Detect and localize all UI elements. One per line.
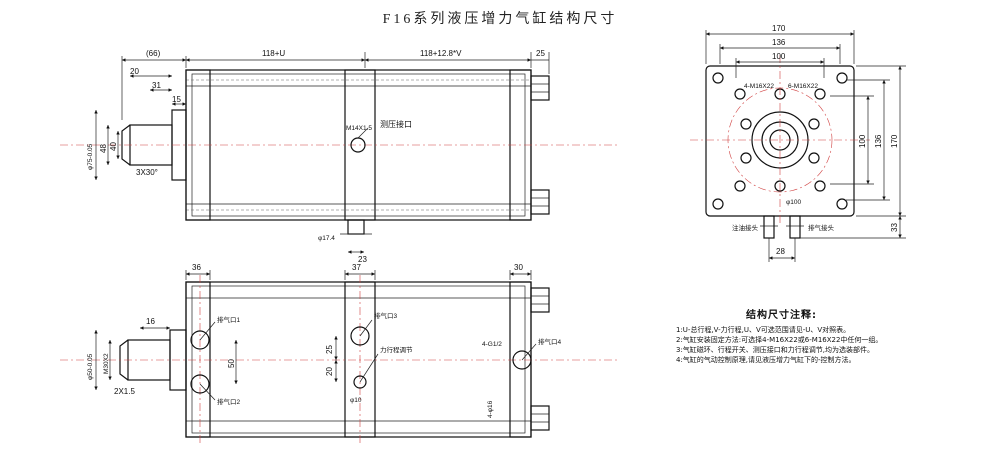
- end-dim-170-top: 170: [772, 24, 786, 33]
- end-thread-6: 6-M16X22: [788, 83, 818, 90]
- top-dim-u: 118+U: [262, 49, 285, 58]
- top-dim-48: 48: [99, 144, 108, 153]
- front-dim-36: 36: [192, 263, 201, 272]
- front-dim-37: 37: [352, 263, 361, 272]
- end-dim-100-top: 100: [772, 52, 786, 61]
- front-dim-20: 20: [325, 367, 334, 376]
- notes-heading: 结构尺寸注释:: [746, 310, 817, 321]
- top-thread-label: M14X1.5: [346, 125, 372, 132]
- end-air-fitting: [789, 215, 801, 239]
- adjust-screw: [353, 375, 367, 389]
- exhaust-port-4: [512, 350, 532, 370]
- end-oil-port: 注油接头: [732, 223, 759, 232]
- front-thread-label: 4-G1/2: [482, 341, 502, 348]
- front-port-4: 排气口4: [538, 337, 562, 346]
- top-port-label: 测压接口: [380, 119, 412, 129]
- top-oil-offset: 23: [358, 255, 367, 264]
- top-dim-phi75: φ75-0.05: [87, 143, 94, 170]
- front-adjust-label: 力行程调节: [380, 345, 413, 354]
- exhaust-port-2: [190, 374, 210, 394]
- front-cylinder-body: [185, 281, 532, 438]
- end-dim-28: 28: [776, 247, 785, 256]
- note-1: 1:U-总行程,V-力行程,U、V可选范围请见-U、V对照表。: [676, 326, 851, 334]
- front-hole-dia: φ10: [350, 397, 362, 404]
- front-dim-50: 50: [227, 359, 236, 368]
- front-dim-m30: M30X2: [103, 353, 110, 374]
- front-dim-16: 16: [146, 317, 155, 326]
- top-dim-66: (66): [146, 49, 161, 58]
- front-view: 排气口1 排气口2 排气口3 排气口4 力行程调节 4-G1/2 φ10 4-φ…: [60, 263, 620, 445]
- top-chamfer: 3X30°: [136, 168, 158, 177]
- front-dim-2x15: 2X1.5: [114, 387, 135, 396]
- front-port-2: 排气口2: [217, 397, 241, 406]
- top-nut-lower: [530, 189, 550, 215]
- end-dim-100-right: 100: [858, 134, 867, 148]
- note-2: 2:气缸安装固定方法:可选择4-M16X22或6-M16X22中任何一组。: [676, 336, 883, 344]
- note-4: 4:气缸的气动控制原理,请见液压增力气缸下的-控制方法。: [676, 356, 856, 364]
- front-nut-upper: [530, 287, 550, 313]
- front-dim-30: 30: [514, 263, 523, 272]
- structure-notes: 结构尺寸注释: 1:U-总行程,V-力行程,U、V可选范围请见-U、V对照表。 …: [676, 306, 996, 365]
- end-bore-label: φ100: [786, 199, 801, 206]
- front-port-3: 排气口3: [374, 311, 398, 320]
- front-dim-25: 25: [325, 345, 334, 354]
- top-dim-25: 25: [536, 49, 545, 58]
- note-3: 3:气缸磁环、行程开关、测压接口和力行程调节,均为选装部件。: [676, 346, 875, 354]
- drawing-title: F16系列液压增力气缸结构尺寸: [382, 12, 618, 27]
- top-dim-20: 20: [130, 67, 139, 76]
- top-view: (66) 118+U 118+12.8*V 25 20 31 15 φ75-0.…: [60, 49, 620, 264]
- top-dim-40: 40: [109, 142, 118, 151]
- front-port-1: 排气口1: [217, 315, 241, 324]
- end-dim-136-right: 136: [874, 134, 883, 148]
- exhaust-port-1: [190, 330, 210, 350]
- top-nut-upper: [530, 75, 550, 101]
- exhaust-port-3: [350, 326, 370, 346]
- end-thread-4: 4-M16X22: [744, 83, 774, 90]
- end-view: 170 136 100 100 136 170 33 28 4-M16X22 6…: [690, 24, 906, 262]
- end-dim-170-right: 170: [890, 134, 899, 148]
- end-oil-fitting: [763, 215, 775, 239]
- end-air-port: 排气接头: [808, 223, 835, 232]
- end-dim-33: 33: [890, 223, 899, 232]
- top-dim-v: 118+12.8*V: [420, 49, 462, 58]
- top-oil-dia: φ17.4: [318, 235, 335, 242]
- oil-port: [347, 219, 365, 235]
- top-dim-15: 15: [172, 95, 181, 104]
- front-bolt-label: 4-φ16: [487, 400, 494, 418]
- end-dim-136-top: 136: [772, 38, 786, 47]
- front-dim-phi50: φ50-0.05: [87, 353, 94, 380]
- front-nut-lower: [530, 405, 550, 431]
- top-dim-31: 31: [152, 81, 161, 90]
